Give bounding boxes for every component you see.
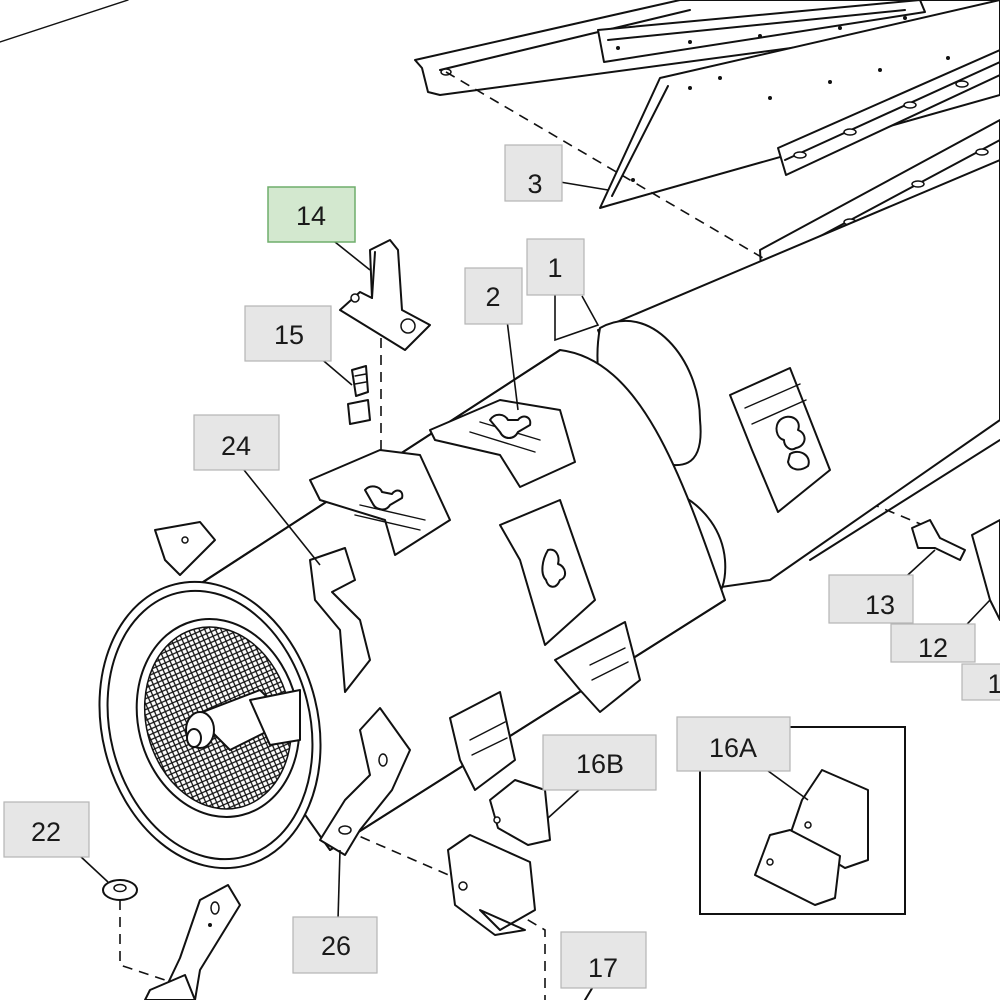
callout-label: 2 xyxy=(485,282,500,312)
callout-label: 1 xyxy=(547,253,562,283)
callout-label: 15 xyxy=(274,320,304,350)
callout-13[interactable]: 13 xyxy=(828,574,914,624)
callout-label: 3 xyxy=(527,169,542,199)
callout-1-partial[interactable]: 1 xyxy=(961,663,1000,701)
bolt-13 xyxy=(911,519,966,561)
bracket-12 xyxy=(971,519,1000,621)
bolt-15 xyxy=(347,365,371,425)
assembly-dash-line xyxy=(119,900,181,986)
assembly-dash-line xyxy=(445,71,781,269)
callout-1[interactable]: 1 xyxy=(526,238,585,296)
callout-label: 13 xyxy=(865,590,895,620)
callout-2[interactable]: 2 xyxy=(464,267,523,325)
callout-12[interactable]: 12 xyxy=(890,623,976,663)
callout-label: 16B xyxy=(576,749,624,779)
callout-label: 1 xyxy=(987,669,1000,699)
page-edge-line xyxy=(0,0,129,43)
callout-label: 26 xyxy=(321,931,351,961)
callout-24[interactable]: 24 xyxy=(193,414,280,471)
callout-17[interactable]: 17 xyxy=(560,931,647,989)
callout-15[interactable]: 15 xyxy=(244,305,332,362)
callout-label: 24 xyxy=(221,431,251,461)
callout-16B[interactable]: 16B xyxy=(542,734,657,791)
drum-brackets xyxy=(154,367,831,856)
callout-label: 12 xyxy=(918,633,948,663)
callout-label: 16A xyxy=(709,733,757,763)
callout-label: 22 xyxy=(31,817,61,847)
callout-14[interactable]: 14 xyxy=(267,186,356,243)
callout-3[interactable]: 3 xyxy=(504,144,563,202)
callout-label: 17 xyxy=(588,953,618,983)
lower-bracket xyxy=(144,884,241,1001)
callout-16A[interactable]: 16A xyxy=(676,716,791,772)
plate-16B xyxy=(447,779,551,936)
washer-22 xyxy=(102,879,138,901)
callout-26[interactable]: 26 xyxy=(292,916,378,974)
drum-body xyxy=(98,159,1000,870)
mount-bracket-14 xyxy=(339,239,431,351)
callout-label: 14 xyxy=(296,201,326,231)
callout-22[interactable]: 22 xyxy=(3,801,90,858)
